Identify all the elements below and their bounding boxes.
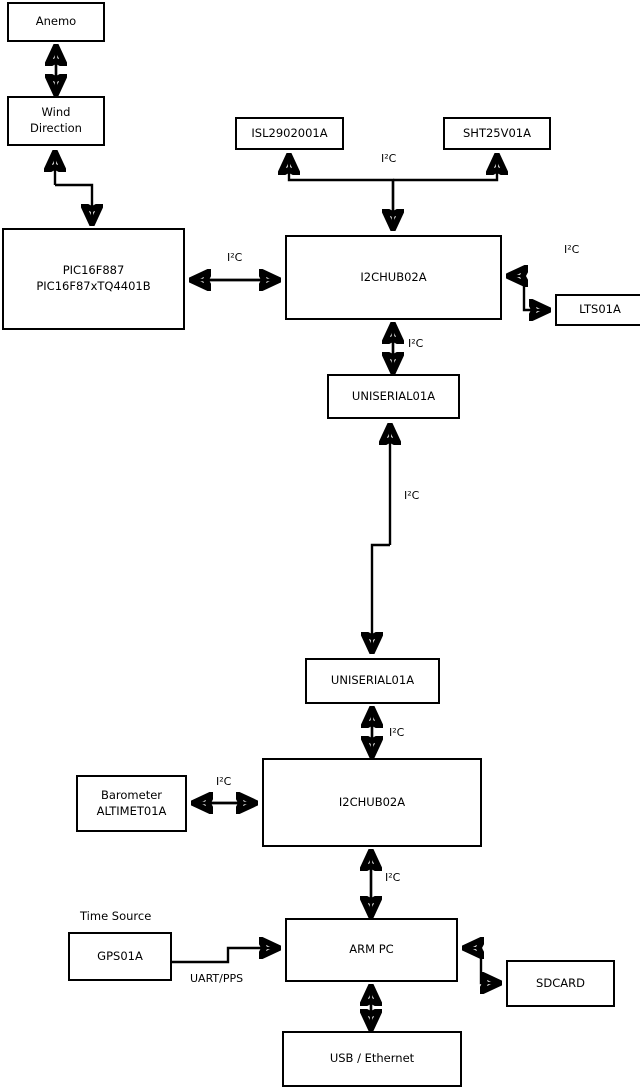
connector-hubtop-sensors xyxy=(289,157,497,227)
edge-label-i2c-hub-uniserial: I²C xyxy=(408,337,424,350)
connector-armpc-sdcard xyxy=(466,948,498,983)
node-arm-pc[interactable]: ARM PC xyxy=(285,918,458,982)
edge-label-uart-pps: UART/PPS xyxy=(190,972,244,985)
node-uniserial-bottom[interactable]: UNISERIAL01A xyxy=(305,658,440,704)
node-barometer[interactable]: Barometer ALTIMET01A xyxy=(76,775,187,832)
connector-wind-pic xyxy=(55,154,92,222)
node-lts-temp-sensor[interactable]: LTS01A xyxy=(555,294,640,326)
connector-gps-armpc xyxy=(172,948,277,964)
edge-label-i2c-uniserial-link: I²C xyxy=(404,489,420,502)
edge-label-i2c-hub-armpc: I²C xyxy=(385,871,401,884)
node-pic-microcontroller[interactable]: PIC16F887 PIC16F87xTQ4401B xyxy=(2,228,185,330)
connector-uniserial-link xyxy=(372,427,390,650)
edge-label-i2c-barometer: I²C xyxy=(216,775,232,788)
edge-label-i2c-lts: I²C xyxy=(564,243,580,256)
node-isl-light-sensor[interactable]: ISL2902001A xyxy=(235,117,344,150)
node-i2chub-top[interactable]: I2CHUB02A xyxy=(285,235,502,320)
edge-label-i2c-sensors: I²C xyxy=(381,152,397,165)
edge-label-i2c-pic-hub: I²C xyxy=(227,251,243,264)
node-usb-ethernet[interactable]: USB / Ethernet xyxy=(282,1031,462,1087)
node-uniserial-top[interactable]: UNISERIAL01A xyxy=(327,374,460,419)
node-i2chub-bottom[interactable]: I2CHUB02A xyxy=(262,758,482,847)
connector-hubtop-lts xyxy=(510,276,547,310)
annotation-time-source: Time Source xyxy=(80,909,152,923)
node-anemo[interactable]: Anemo xyxy=(7,2,105,42)
node-gps[interactable]: GPS01A xyxy=(68,932,172,981)
node-sdcard[interactable]: SDCARD xyxy=(506,960,615,1007)
edge-label-i2c-uniserial-hub: I²C xyxy=(389,726,405,739)
node-wind-direction[interactable]: Wind Direction xyxy=(7,96,105,146)
node-sht-humidity-sensor[interactable]: SHT25V01A xyxy=(443,117,551,150)
